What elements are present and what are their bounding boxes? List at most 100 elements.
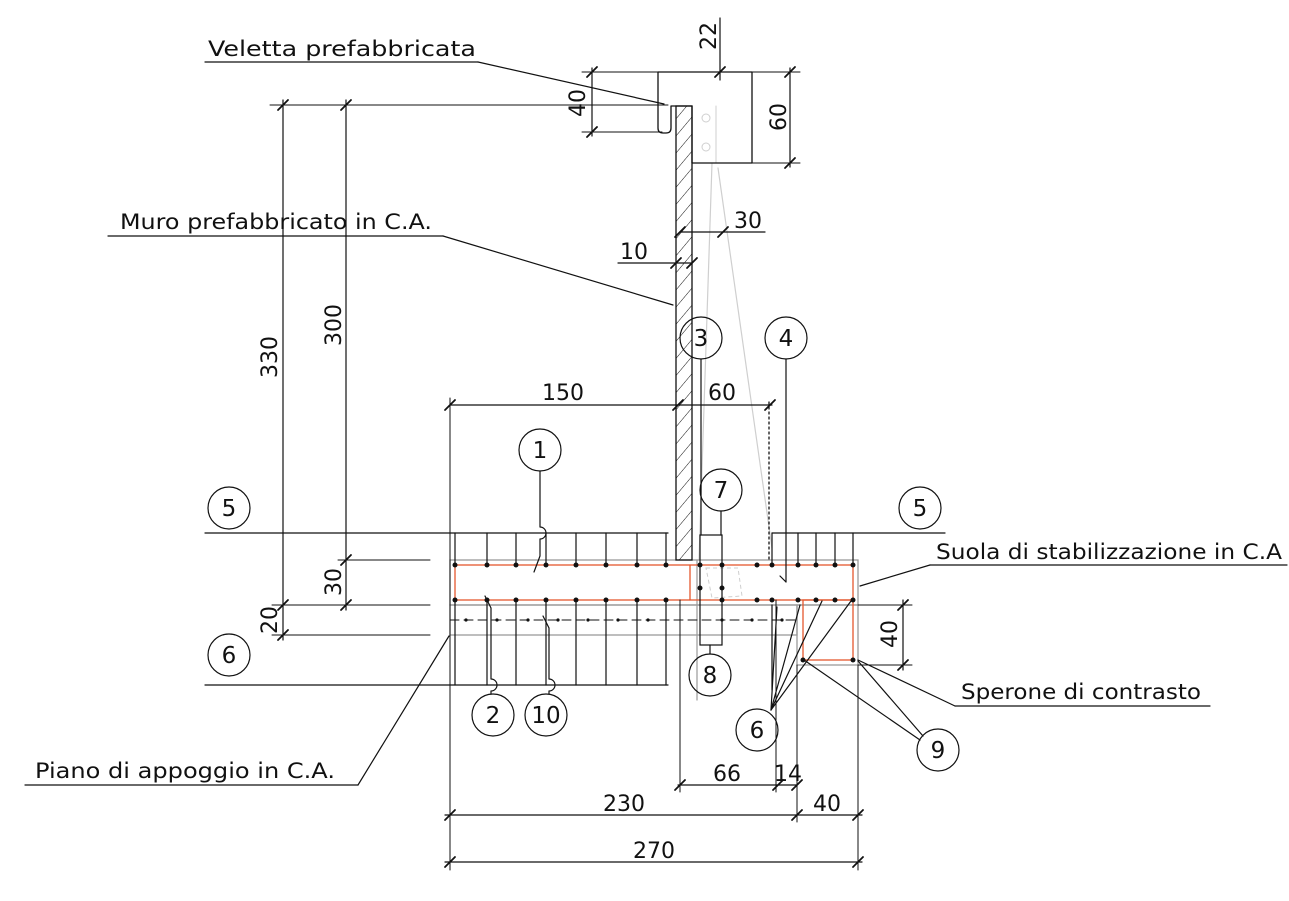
dimension-value-40-veletta: 40: [566, 89, 591, 117]
callout-number: 8: [703, 663, 718, 689]
callout-6-right: 6: [735, 708, 779, 752]
rebar-dot-top: [543, 562, 549, 568]
leader-callout-6-right: [770, 600, 823, 711]
prefab-wall: [675, 105, 693, 561]
callouts: 3 4 1 7 5 5 6 8: [207, 316, 960, 772]
label-piano-di-appoggio: Piano di appoggio in C.A.: [35, 759, 335, 783]
dimension-tick: [672, 399, 684, 411]
leader-callout-4-hook: [779, 575, 787, 583]
dimension-value-40-sperone: 40: [878, 620, 903, 648]
dimension-value-40-bottom: 40: [813, 792, 841, 817]
dimension-value-60: 60: [708, 381, 736, 406]
dimension-value-22: 22: [697, 22, 722, 50]
callout-circle: [524, 693, 568, 737]
dimension-tick: [717, 226, 729, 238]
leader-piano: [357, 635, 450, 786]
rebar-dot-bottom: [832, 597, 838, 603]
rebar-dot-bottom: [813, 597, 819, 603]
label-veletta-prefabbricata: Veletta prefabbricata: [208, 37, 476, 61]
labels: Veletta prefabbricata Muro prefabbricato…: [35, 37, 1283, 783]
dimension-tick: [764, 399, 776, 411]
callout-circle: [518, 428, 562, 472]
rebar-dot-bottom: [603, 597, 609, 603]
leader-veletta: [477, 61, 665, 105]
callout-circle: [916, 728, 960, 772]
callout-circle: [471, 693, 515, 737]
rebar-dot-10: [646, 618, 650, 622]
leader-sperone: [857, 659, 956, 707]
rebar-dot-top: [832, 562, 838, 568]
callout-4: 4: [764, 316, 808, 360]
dimension-lines: [269, 17, 913, 871]
leader-suola: [859, 564, 931, 587]
dimension-value-10: 10: [620, 240, 648, 265]
veletta-anchor-hole: [701, 113, 711, 123]
callout-circle: [735, 708, 779, 752]
rebar-dot-10: [780, 618, 784, 622]
dimension-value-66: 66: [713, 762, 741, 787]
rebar-dot-10: [616, 618, 620, 622]
dimension-value-14: 14: [774, 762, 802, 787]
leader-lines: [24, 61, 1288, 786]
label-suola-di-stabilizzazione: Suola di stabilizzazione in C.A: [936, 540, 1283, 564]
callout-6-left: 6: [207, 633, 251, 677]
callout-circle: [688, 653, 732, 697]
rebar-dot-connection: [697, 585, 703, 591]
dimension-value-30-slab: 30: [322, 568, 347, 596]
veletta-anchor-hole: [701, 142, 711, 152]
rebar-dot-bottom: [634, 597, 640, 603]
rebar-dot-top: [719, 562, 725, 568]
rebar-dot-bottom: [795, 597, 801, 603]
leader-callout-6-right: [770, 606, 778, 711]
sperone-cage: [802, 599, 854, 661]
rebar-dot-sperone: [800, 657, 806, 663]
leader-callout-1: [533, 470, 547, 573]
dimension-tick: [670, 257, 682, 269]
rebar-dot-bottom: [573, 597, 579, 603]
rebar-dot-connection: [719, 585, 725, 591]
leader-callout-9: [857, 660, 924, 737]
rebar-dot-10: [464, 618, 468, 622]
rebar-dot-10: [495, 618, 499, 622]
callout-circle: [207, 633, 251, 677]
callout-number: 6: [222, 643, 237, 669]
concrete-outlines: [449, 559, 859, 701]
rebar-dot-bottom: [850, 597, 856, 603]
callout-number: 9: [931, 738, 946, 764]
dimension-value-330: 330: [258, 336, 283, 378]
callout-number: 7: [714, 478, 729, 504]
dimension-values: 22 40 60 30 10 330 300 150 60 30 20 40 6…: [258, 22, 903, 864]
dimension-value-30-top: 30: [734, 209, 762, 234]
rebar-dot-top: [573, 562, 579, 568]
callout-1: 1: [518, 428, 562, 472]
veletta-outline: [657, 71, 753, 164]
label-sperone-di-contrasto: Sperone di contrasto: [961, 680, 1201, 704]
dimension-value-300: 300: [322, 304, 347, 346]
rebar-dot-bottom: [719, 597, 725, 603]
dimension-value-270: 270: [633, 839, 675, 864]
callout-3: 3: [679, 316, 723, 360]
callout-circle: [764, 316, 808, 360]
callout-number: 1: [533, 438, 548, 464]
callout-number: 10: [531, 703, 560, 729]
leader-callout-6-right: [770, 600, 852, 711]
callout-number: 6: [750, 718, 765, 744]
rebar-dot-sperone: [850, 657, 856, 663]
dimension-tick: [772, 779, 784, 791]
callout-9: 9: [916, 728, 960, 772]
rebar-section-dots: [452, 562, 856, 663]
rebar-dot-top: [813, 562, 819, 568]
rebar-dot-top: [513, 562, 519, 568]
reinforcement-cage: [454, 564, 854, 661]
suola-cage: [454, 564, 854, 601]
callout-number: 3: [694, 326, 709, 352]
callout-circle: [699, 468, 743, 512]
rebar-dot-top: [697, 562, 703, 568]
rebar-dot-bottom: [452, 597, 458, 603]
callout-2: 2: [471, 693, 515, 737]
callout-number: 5: [913, 496, 928, 522]
rebar-dot-top: [769, 562, 775, 568]
leader-callout-10: [542, 615, 556, 695]
leader-callout-9: [803, 659, 921, 741]
rebar-dot-bottom: [543, 597, 549, 603]
